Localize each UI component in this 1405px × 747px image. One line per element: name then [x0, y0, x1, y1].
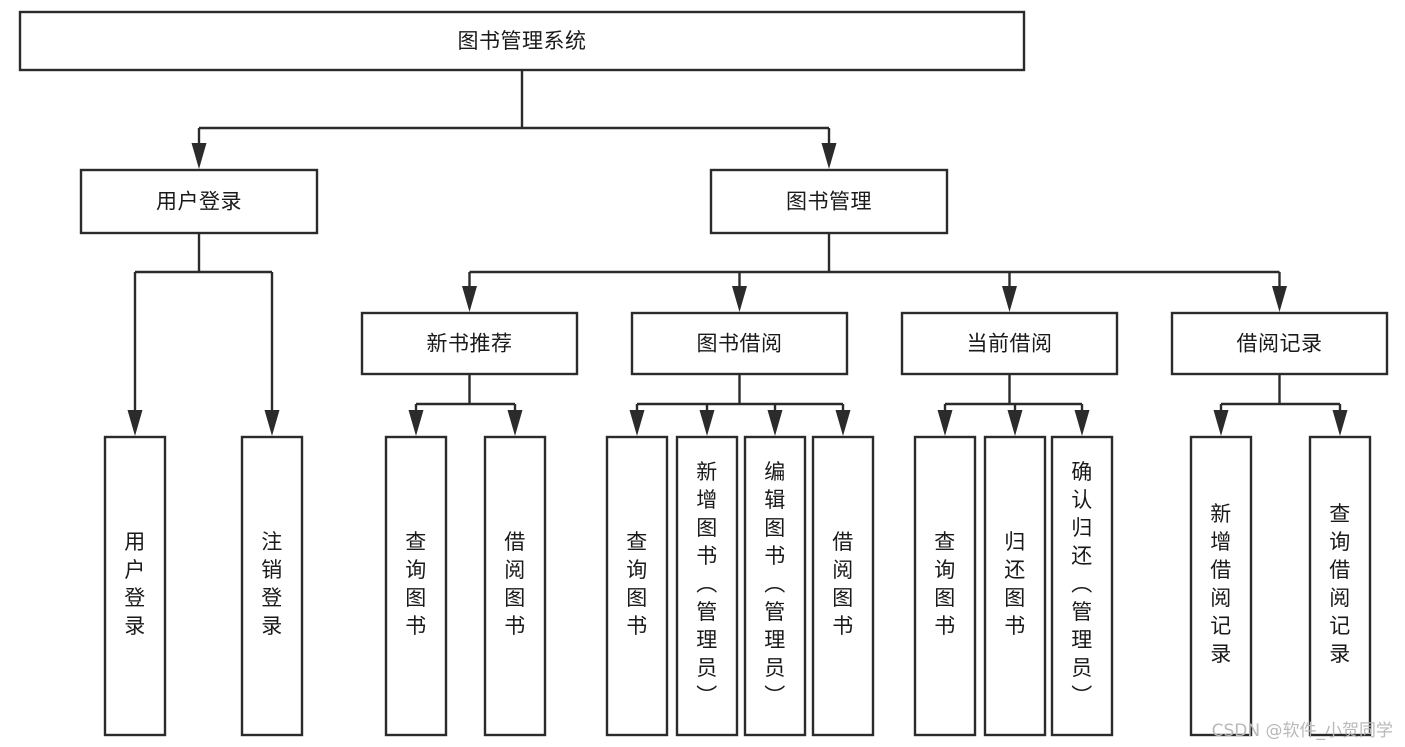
node-book-manage[interactable]: 图书管理: [709, 168, 949, 235]
arrow-head-icon: [821, 143, 837, 169]
node-new-book-recommend[interactable]: 新书推荐: [360, 311, 579, 376]
node-label-new-book-recommend: 新书推荐: [427, 332, 513, 356]
connector-group-user-login: [127, 233, 280, 436]
node-label-leaf-add-book-admin: 新增图书︵管理员︶: [696, 460, 718, 708]
node-current-borrow[interactable]: 当前借阅: [900, 311, 1119, 376]
node-box-leaf-add-book-admin: [675, 435, 739, 737]
node-borrow-record[interactable]: 借阅记录: [1170, 311, 1389, 376]
arrow-head-icon: [462, 286, 477, 312]
arrow-head-icon: [1002, 286, 1017, 312]
connector-group-current-borrow: [937, 374, 1090, 436]
node-box-leaf-query-book-2: [605, 435, 669, 737]
arrow-head-icon: [699, 410, 715, 436]
node-box-leaf-confirm-return-admin: [1050, 435, 1114, 737]
node-label-leaf-user-login: 用户登录: [124, 530, 146, 638]
node-box-leaf-user-login: [103, 435, 167, 737]
node-label-leaf-confirm-return-admin: 确认归还︵管理员︶: [1071, 460, 1093, 708]
node-leaf-borrow-book-1[interactable]: 借阅图书: [483, 435, 547, 737]
node-leaf-user-logout[interactable]: 注销登录: [240, 435, 304, 737]
arrow-head-icon: [629, 410, 645, 436]
node-label-book-manage: 图书管理: [786, 190, 872, 214]
arrow-head-icon: [732, 286, 747, 312]
arrow-head-icon: [507, 410, 523, 436]
arrow-head-icon: [1272, 286, 1287, 312]
node-label-book-borrow: 图书借阅: [697, 332, 783, 356]
node-box-leaf-borrow-book-1: [483, 435, 547, 737]
node-box-leaf-add-borrow-record: [1189, 435, 1253, 737]
node-label-leaf-borrow-book-1: 借阅图书: [504, 530, 526, 638]
connector-group-book-borrow: [629, 374, 851, 436]
arrow-head-icon: [767, 410, 783, 436]
node-box-leaf-return-book: [983, 435, 1047, 737]
node-box-book-manage: [709, 168, 949, 235]
node-leaf-query-book-3[interactable]: 查询图书: [913, 435, 977, 737]
node-box-new-book-recommend: [360, 311, 579, 376]
arrow-head-icon: [127, 410, 143, 436]
node-label-leaf-query-borrow-record: 查询借阅记录: [1329, 502, 1351, 666]
node-leaf-borrow-book-2[interactable]: 借阅图书: [811, 435, 875, 737]
node-label-leaf-edit-book-admin: 编辑图书︵管理员︶: [764, 460, 786, 708]
node-leaf-user-login[interactable]: 用户登录: [103, 435, 167, 737]
node-book-borrow[interactable]: 图书借阅: [630, 311, 849, 376]
node-box-leaf-borrow-book-2: [811, 435, 875, 737]
node-leaf-confirm-return-admin[interactable]: 确认归还︵管理员︶: [1050, 435, 1114, 737]
node-label-root: 图书管理系统: [458, 29, 587, 53]
node-box-current-borrow: [900, 311, 1119, 376]
arrow-head-icon: [264, 410, 280, 436]
arrow-head-icon: [1332, 410, 1348, 436]
node-leaf-query-borrow-record[interactable]: 查询借阅记录: [1308, 435, 1372, 737]
node-leaf-return-book[interactable]: 归还图书: [983, 435, 1047, 737]
node-box-leaf-query-book-1: [384, 435, 448, 737]
arrow-head-icon: [1213, 410, 1229, 436]
connector-layer: [127, 70, 1348, 436]
node-box-book-borrow: [630, 311, 849, 376]
node-leaf-query-book-1[interactable]: 查询图书: [384, 435, 448, 737]
node-box-user-login: [79, 168, 319, 235]
connector-group-borrow-record: [1213, 374, 1348, 436]
connector-group-new-book-recommend: [408, 374, 523, 436]
arrow-head-icon: [1007, 410, 1023, 436]
node-label-leaf-return-book: 归还图书: [1004, 530, 1026, 638]
node-leaf-add-book-admin[interactable]: 新增图书︵管理员︶: [675, 435, 739, 737]
node-box-root: [18, 10, 1026, 72]
node-label-leaf-query-book-2: 查询图书: [626, 530, 648, 638]
node-label-current-borrow: 当前借阅: [967, 332, 1053, 356]
node-leaf-query-book-2[interactable]: 查询图书: [605, 435, 669, 737]
node-leaf-edit-book-admin[interactable]: 编辑图书︵管理员︶: [743, 435, 807, 737]
node-label-leaf-query-book-3: 查询图书: [934, 530, 956, 638]
connector-group-root: [191, 70, 837, 169]
node-root[interactable]: 图书管理系统: [18, 10, 1026, 72]
arrow-head-icon: [835, 410, 851, 436]
node-box-leaf-user-logout: [240, 435, 304, 737]
node-label-user-login: 用户登录: [156, 190, 242, 214]
node-label-leaf-user-logout: 注销登录: [261, 530, 283, 638]
node-layer: 图书管理系统用户登录图书管理新书推荐图书借阅当前借阅借阅记录用户登录注销登录查询…: [18, 10, 1389, 737]
node-box-leaf-edit-book-admin: [743, 435, 807, 737]
connector-group-book-manage: [462, 233, 1287, 312]
node-box-leaf-query-book-3: [913, 435, 977, 737]
arrow-head-icon: [191, 143, 207, 169]
node-leaf-add-borrow-record[interactable]: 新增借阅记录: [1189, 435, 1253, 737]
arrow-head-icon: [408, 410, 424, 436]
arrow-head-icon: [937, 410, 953, 436]
node-label-leaf-query-book-1: 查询图书: [405, 530, 427, 638]
node-label-leaf-borrow-book-2: 借阅图书: [832, 530, 854, 638]
node-label-borrow-record: 借阅记录: [1237, 332, 1323, 356]
node-box-leaf-query-borrow-record: [1308, 435, 1372, 737]
arrow-head-icon: [1074, 410, 1090, 436]
node-user-login[interactable]: 用户登录: [79, 168, 319, 235]
node-label-leaf-add-borrow-record: 新增借阅记录: [1210, 502, 1232, 666]
node-box-borrow-record: [1170, 311, 1389, 376]
